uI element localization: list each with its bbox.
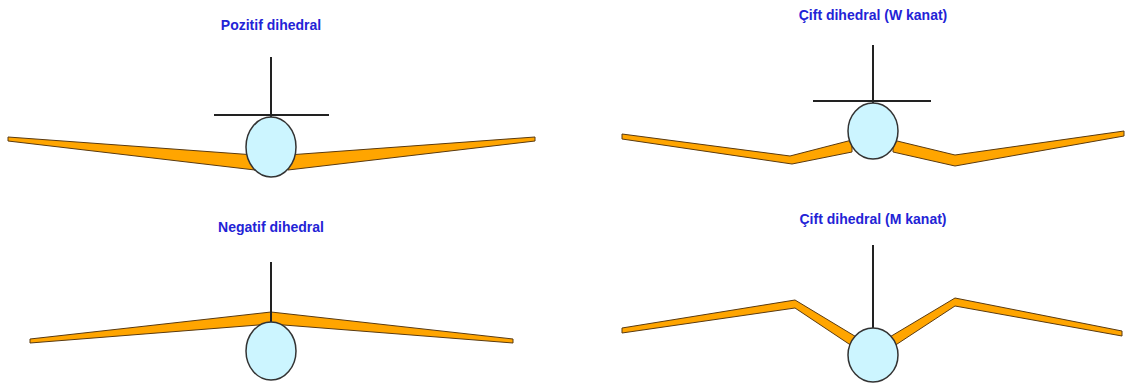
horizontal-tail xyxy=(214,114,329,116)
right-wing xyxy=(888,298,1122,350)
vertical-fin xyxy=(270,262,272,322)
fuselage xyxy=(246,117,296,177)
left-wing xyxy=(30,312,271,343)
right-wing xyxy=(288,137,535,170)
fuselage xyxy=(848,103,898,159)
vertical-fin xyxy=(270,57,272,118)
fuselage xyxy=(246,322,296,380)
wing-type-label: Çift dihedral (W kanat) xyxy=(799,6,948,24)
horizontal-tail xyxy=(813,100,931,102)
left-wing xyxy=(8,137,255,170)
left-wing xyxy=(622,134,852,164)
wing-type-label: Pozitif dihedral xyxy=(221,16,321,34)
left-wing xyxy=(622,300,858,350)
right-wing xyxy=(271,312,513,343)
right-wing xyxy=(893,131,1124,166)
vertical-fin xyxy=(872,45,874,104)
fuselage xyxy=(848,328,898,382)
wing-type-label: Çift dihedral (M kanat) xyxy=(799,210,946,228)
wing-type-label: Negatif dihedral xyxy=(218,218,324,236)
vertical-fin xyxy=(872,245,874,328)
